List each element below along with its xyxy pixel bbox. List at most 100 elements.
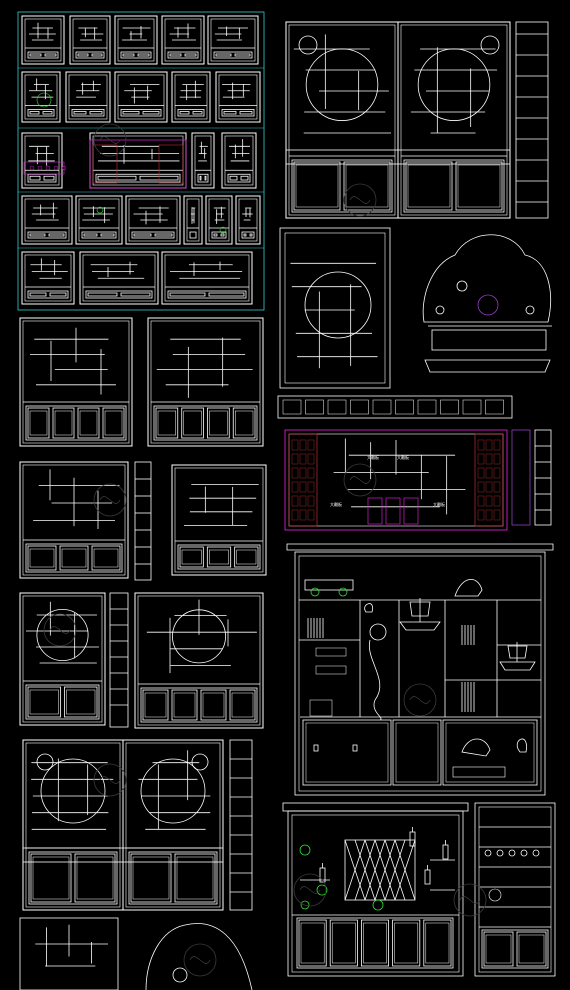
line-circle <box>310 587 320 597</box>
line-seg <box>374 839 396 901</box>
thumbnail-sheet <box>17 11 265 311</box>
line-path <box>459 896 481 904</box>
line-path <box>461 738 491 757</box>
line-rect <box>235 195 261 245</box>
line-rect <box>77 53 89 57</box>
line-rect <box>64 686 98 718</box>
line-rect <box>474 802 556 977</box>
line-rect <box>405 161 453 211</box>
narrow-wine-rack <box>474 802 556 977</box>
line-rect <box>75 195 123 245</box>
line-rect <box>477 481 485 493</box>
line-circle <box>477 294 499 316</box>
line-rect <box>164 18 202 62</box>
line-circle <box>316 884 328 896</box>
line-rect <box>181 549 202 565</box>
line-rect <box>183 195 203 245</box>
line-rect <box>125 195 181 245</box>
line-rect <box>474 433 504 527</box>
line-path <box>424 359 551 373</box>
line-rect <box>207 15 259 65</box>
line-rect <box>93 548 119 568</box>
line-rect <box>29 689 59 715</box>
line-rect <box>92 144 118 184</box>
line-path <box>368 639 382 721</box>
line-rect <box>176 856 214 900</box>
line-circle <box>43 613 77 647</box>
line-rect <box>493 481 501 493</box>
bottom-edge-cabinets <box>19 917 253 990</box>
line-rect <box>17 11 265 311</box>
line-rect <box>493 439 501 451</box>
line-rect <box>298 555 542 792</box>
line-path <box>349 476 371 484</box>
line-rect <box>179 111 190 115</box>
line-circle <box>45 165 51 171</box>
line-rect <box>279 227 391 389</box>
vintage-car-ornament <box>304 579 354 597</box>
line-rect <box>360 919 389 967</box>
line-rect <box>477 467 485 479</box>
line-rect <box>24 254 72 302</box>
line-rect <box>315 665 347 675</box>
line-path <box>145 923 253 990</box>
line-rect <box>24 198 70 242</box>
line-rect <box>477 439 485 451</box>
line-rect <box>29 175 41 181</box>
line-rect <box>140 687 258 723</box>
line-rect <box>207 407 230 439</box>
line-rect <box>291 509 299 521</box>
line-rect <box>161 251 253 305</box>
line-rect <box>481 929 549 969</box>
line-rect <box>221 109 255 117</box>
line-rect <box>394 922 419 964</box>
line-circle <box>61 165 67 171</box>
line-rect <box>32 856 70 900</box>
line-circle <box>508 849 516 857</box>
line-rect <box>29 548 55 568</box>
line-rect <box>294 551 546 796</box>
line-rect <box>173 692 196 718</box>
line-circle <box>403 683 437 717</box>
line-rect <box>42 111 53 115</box>
line-rect <box>79 410 98 436</box>
line-rect <box>179 546 204 568</box>
line-rect <box>239 111 253 115</box>
line-rect <box>24 135 60 186</box>
line-rect <box>440 399 459 415</box>
cabinet-label-4: 大雕板 <box>433 502 445 507</box>
line-rect <box>423 919 452 967</box>
line-rect <box>23 161 65 175</box>
line-circle <box>191 753 209 771</box>
line-rect <box>197 173 209 183</box>
line-rect <box>171 464 267 576</box>
line-rect <box>128 851 218 905</box>
line-seg <box>354 839 376 901</box>
line-rect <box>167 290 247 299</box>
line-rect <box>483 931 514 967</box>
line-rect <box>208 292 245 297</box>
sailing-ship-ornament <box>499 642 536 671</box>
line-rect <box>288 433 318 527</box>
round-display-cabinet <box>279 227 552 389</box>
line-rect <box>327 399 347 415</box>
cabinet-label-1: 大雕板 <box>367 455 379 460</box>
line-rect <box>493 467 501 479</box>
line-rect <box>82 254 156 302</box>
line-rect <box>25 543 123 573</box>
line-circle <box>219 226 227 234</box>
line-rect <box>343 161 391 211</box>
line-path <box>99 136 121 144</box>
line-circle <box>520 849 528 857</box>
line-rect <box>91 53 103 57</box>
line-circle <box>532 849 540 857</box>
line-rect <box>299 453 307 465</box>
line-circle <box>304 271 372 339</box>
line-rect <box>350 399 369 415</box>
line-rect <box>137 53 150 57</box>
line-rect <box>296 917 454 969</box>
line-rect <box>477 453 485 465</box>
line-circle <box>53 165 59 171</box>
line-rect <box>372 399 392 415</box>
line-rect <box>171 689 198 721</box>
